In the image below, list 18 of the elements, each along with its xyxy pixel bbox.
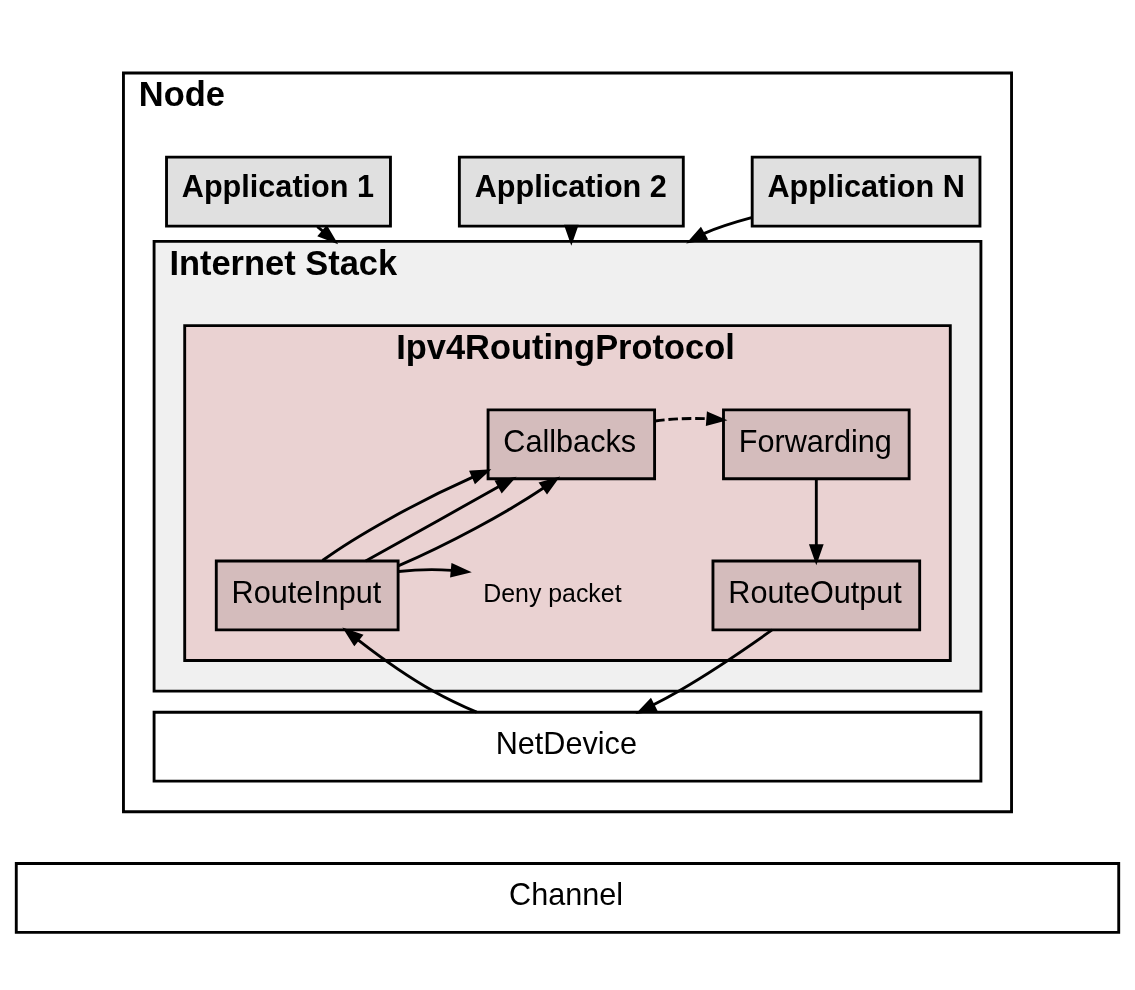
node-box: Callbacks (486, 408, 657, 481)
arrow (808, 478, 824, 566)
node-box: Application N (750, 155, 982, 228)
arrow (654, 411, 728, 427)
node-box: RouteOutput (711, 559, 922, 632)
arrow (686, 216, 752, 244)
arrow (635, 628, 773, 714)
arrow (342, 627, 478, 714)
arrow (364, 476, 517, 563)
node-text: Deny packet (483, 578, 622, 607)
arrow (397, 476, 561, 568)
arrow (398, 562, 472, 578)
node-box: Channel (14, 862, 1121, 934)
node-box: NetDevice (152, 710, 983, 783)
node-box: Application 1 (165, 155, 392, 228)
node-box: Forwarding (722, 408, 911, 481)
node-box: RouteInput (214, 559, 400, 632)
arrow (321, 469, 492, 562)
